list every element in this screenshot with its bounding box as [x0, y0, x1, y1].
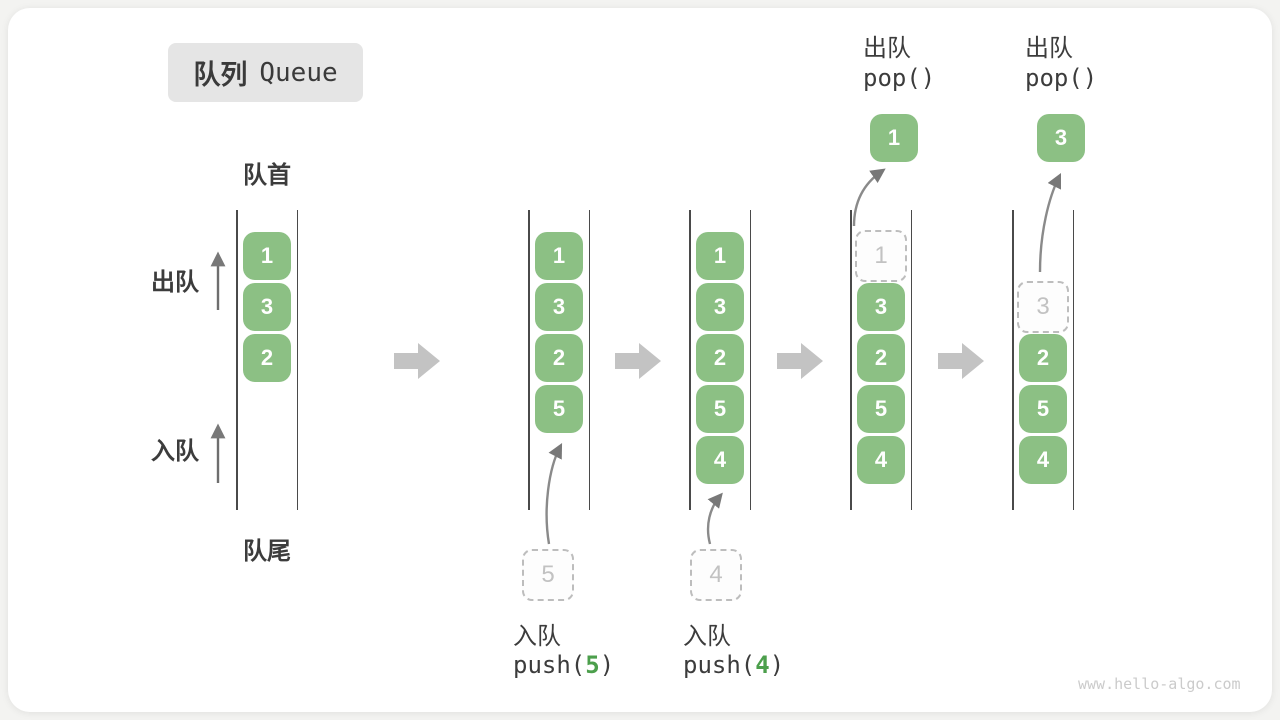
code-pre: push(: [683, 651, 756, 679]
queue-cell: 4: [696, 436, 744, 484]
popped-value-box: 3: [1037, 114, 1085, 162]
label-dequeue-op: 出队: [863, 35, 911, 62]
queue-state-3: 1 3 2 5 4: [689, 210, 751, 510]
ghost-cell: 1: [855, 230, 907, 282]
queue-state-1: 1 3 2: [236, 210, 298, 510]
title-zh: 队列: [193, 60, 248, 90]
label-dequeue-left: 出队: [151, 269, 199, 296]
queue-state-2: 1 3 2 5: [528, 210, 590, 510]
queue-cell: 1: [535, 232, 583, 280]
queue-wall-right: [588, 210, 590, 510]
queue-wall-right: [296, 210, 298, 510]
code-push-4: push(4): [683, 651, 784, 679]
code-pre: push(: [513, 651, 586, 679]
queue-cell: 2: [243, 334, 291, 382]
queue-cell: 3: [696, 283, 744, 331]
queue-state-5: 3 2 5 4: [1012, 210, 1074, 510]
queue-cell: 3: [243, 283, 291, 331]
queue-cell: 2: [535, 334, 583, 382]
code-post: ): [599, 651, 615, 679]
code-pop: pop(): [1025, 64, 1098, 92]
queue-cell: 5: [1019, 385, 1067, 433]
incoming-value-box: 4: [690, 549, 742, 601]
queue-wall-left: [528, 210, 530, 510]
queue-cell: 1: [696, 232, 744, 280]
queue-wall-right: [749, 210, 751, 510]
title-en: Queue: [259, 57, 338, 88]
label-enqueue-left: 入队: [151, 438, 199, 465]
label-enqueue-op: 入队: [683, 623, 731, 650]
queue-cell: 5: [857, 385, 905, 433]
title-box: 队列 Queue: [168, 43, 363, 102]
label-queue-rear: 队尾: [243, 538, 291, 565]
queue-cell: 4: [857, 436, 905, 484]
label-queue-front: 队首: [243, 162, 291, 189]
queue-cell: 2: [696, 334, 744, 382]
queue-cell: 1: [243, 232, 291, 280]
queue-state-4: 1 3 2 5 4: [850, 210, 912, 510]
queue-wall-left: [236, 210, 238, 510]
popped-value-box: 1: [870, 114, 918, 162]
incoming-value-box: 5: [522, 549, 574, 601]
watermark: www.hello-algo.com: [1078, 675, 1241, 693]
code-pop: pop(): [863, 64, 936, 92]
queue-wall-left: [1012, 210, 1014, 510]
queue-wall-right: [910, 210, 912, 510]
label-dequeue-op: 出队: [1025, 35, 1073, 62]
code-arg: 5: [585, 651, 600, 679]
queue-wall-left: [850, 210, 852, 510]
queue-cell: 3: [857, 283, 905, 331]
code-post: ): [769, 651, 785, 679]
queue-cell: 5: [696, 385, 744, 433]
queue-cell: 5: [535, 385, 583, 433]
queue-cell: 2: [1019, 334, 1067, 382]
code-arg: 4: [755, 651, 770, 679]
ghost-cell: 3: [1017, 281, 1069, 333]
figure-card: [8, 8, 1272, 712]
label-enqueue-op: 入队: [513, 623, 561, 650]
code-push-5: push(5): [513, 651, 614, 679]
queue-cell: 3: [535, 283, 583, 331]
queue-cell: 4: [1019, 436, 1067, 484]
queue-cell: 2: [857, 334, 905, 382]
queue-wall-left: [689, 210, 691, 510]
queue-wall-right: [1072, 210, 1074, 510]
